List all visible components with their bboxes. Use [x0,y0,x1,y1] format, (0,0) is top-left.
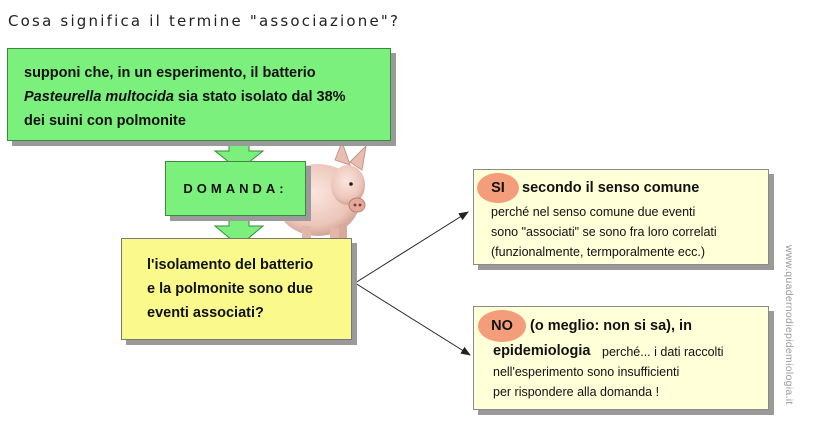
premise-line-1: supponi che, in un esperimento, il batte… [24,65,316,81]
domanda-label: DOMANDA: [183,181,288,196]
answer-yes-line: (funzionalmente, termporalmente ecc.) [491,245,705,259]
premise-line-3: dei suini con polmonite [24,113,186,129]
premise-box: supponi che, in un esperimento, il batte… [7,48,391,141]
domanda-box: DOMANDA: [165,161,306,216]
answer-no-headline: (o meglio: non si sa), in [530,318,692,334]
answer-no-line: nell'esperimento sono insufficienti [493,365,680,379]
answer-yes-badge: SI [477,173,519,203]
answer-yes-badge-label: SI [491,180,505,196]
page-title: Cosa significa il termine "associazione"… [8,12,401,30]
question-line-2: e la polmonite sono due [147,281,313,297]
watermark: www.quadernodiepidemiologia.it [783,245,795,405]
answer-no-badge: NO [478,310,526,342]
answer-no-line: perché... i dati raccolti [602,345,724,359]
answer-yes-headline: secondo il senso comune [522,180,700,196]
answer-no-badge-label: NO [491,318,513,334]
pointer-arrow-icon [354,282,471,356]
premise-line-2: Pasteurella multocida sia stato isolato … [24,85,374,109]
answer-no-headline-2: epidemiologia [493,343,591,359]
organism-name: Pasteurella multocida [24,89,174,105]
question-line-1: l'isolamento del batterio [147,257,314,273]
answer-yes-line: perché nel senso comune due eventi [491,205,696,219]
answer-no-line: per rispondere alla domanda ! [493,385,660,399]
pointer-arrow-icon [354,211,469,284]
question-box: l'isolamento del batterio e la polmonite… [121,238,352,340]
premise-line-2-rest: sia stato isolato dal 38% [173,89,346,105]
answer-no-box: NO (o meglio: non si sa), in epidemiolog… [473,306,769,410]
question-line-3: eventi associati? [147,305,264,321]
answer-yes-box: SI secondo il senso comune perché nel se… [473,169,769,265]
down-arrow-icon [213,140,265,171]
answer-yes-line: sono "associati" se sono fra loro correl… [491,225,717,239]
down-arrow-icon [213,215,265,247]
